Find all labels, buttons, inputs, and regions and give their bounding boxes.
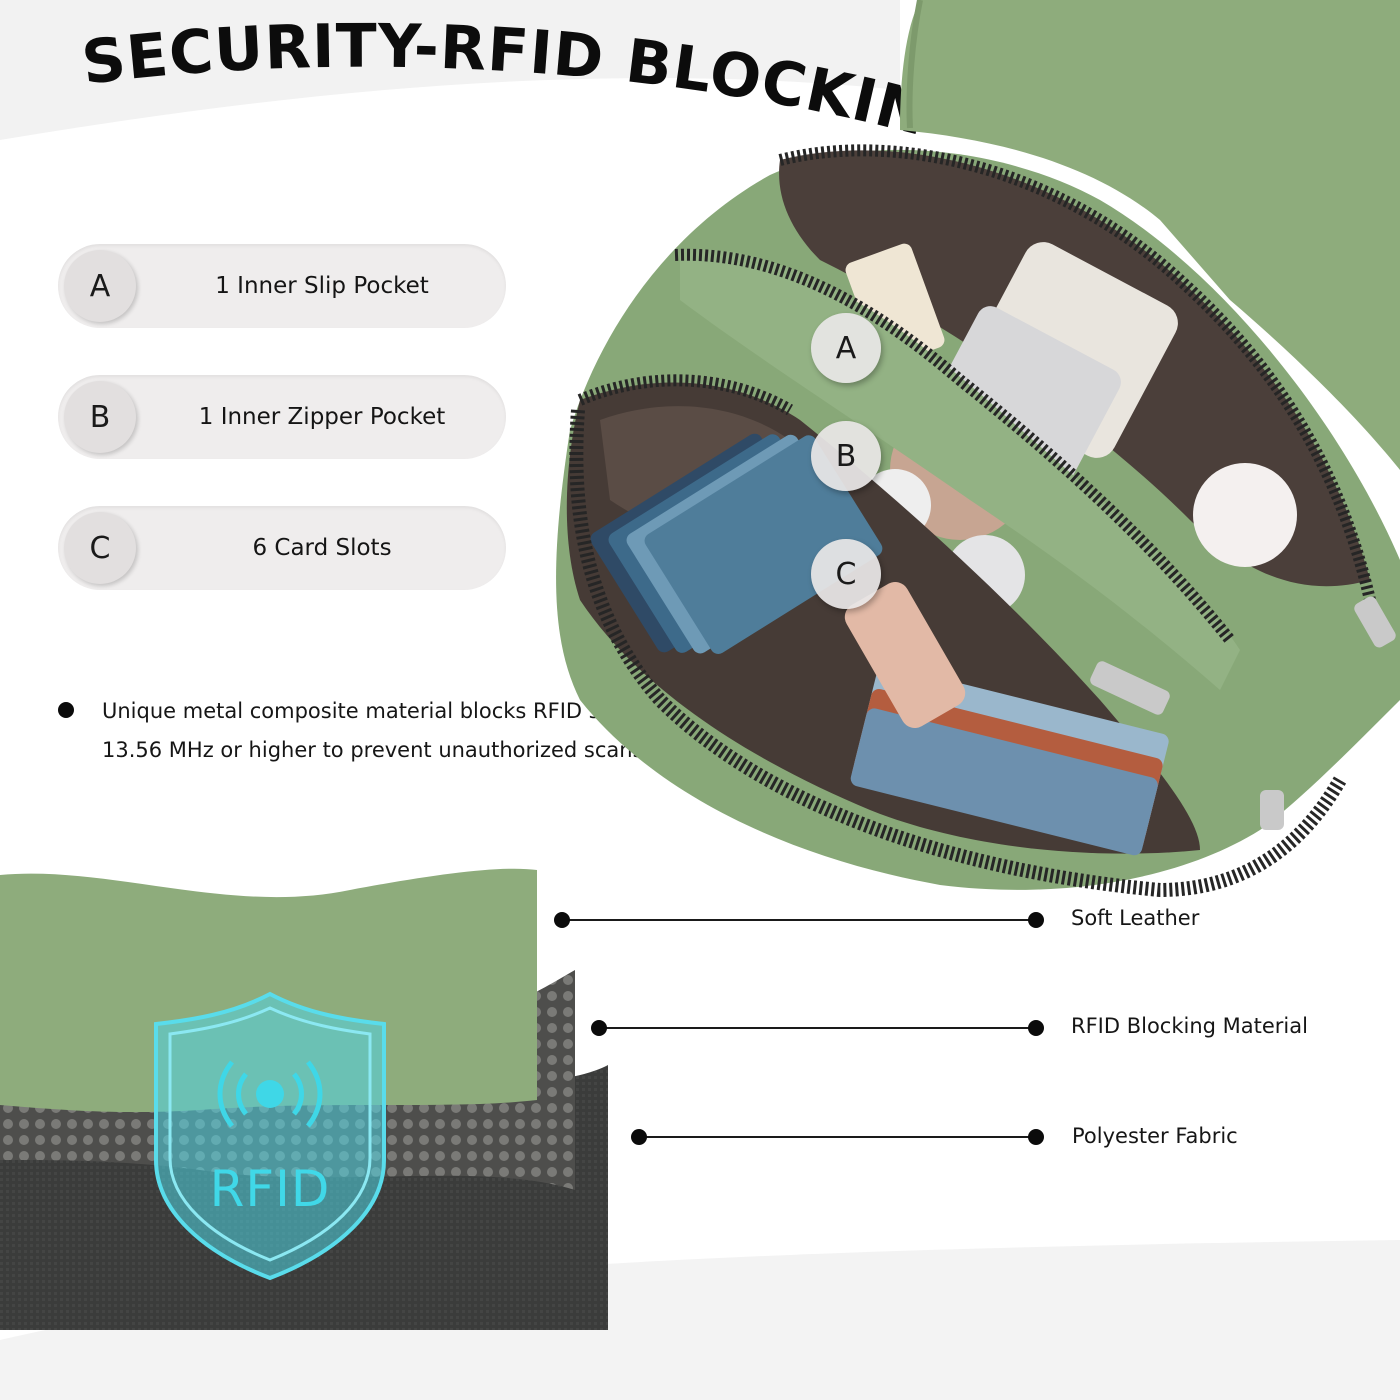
rfid-shield-icon: [148, 990, 392, 1282]
photo-marker-a: A: [811, 313, 881, 383]
callout-line-polyester: [631, 1127, 1044, 1147]
feature-letter-badge: A: [64, 250, 136, 322]
photo-marker-c: C: [811, 539, 881, 609]
layer-label-rfid: RFID Blocking Material: [1071, 1014, 1308, 1038]
layer-label-polyester: Polyester Fabric: [1072, 1124, 1238, 1148]
feature-label: 6 Card Slots: [252, 535, 392, 561]
feature-label: 1 Inner Slip Pocket: [215, 273, 429, 299]
callout-line-leather: [554, 910, 1044, 930]
feature-letter-badge: B: [64, 381, 136, 453]
feature-label: 1 Inner Zipper Pocket: [198, 404, 446, 430]
feature-pill-c: C 6 Card Slots: [58, 506, 506, 590]
layer-label-leather: Soft Leather: [1071, 906, 1200, 930]
feature-pill-a: A 1 Inner Slip Pocket: [58, 244, 506, 328]
photo-marker-b: B: [811, 421, 881, 491]
feature-pill-b: B 1 Inner Zipper Pocket: [58, 375, 506, 459]
headline: SECURITY-RFID BLOCKING: [55, 0, 940, 152]
leather-layer: [0, 868, 537, 1113]
bullet-dot: [58, 702, 74, 718]
shield-label: RFID: [209, 1160, 331, 1218]
callout-line-rfid: [591, 1018, 1044, 1038]
bag-photo: [540, 0, 1400, 910]
bag-illustration: [556, 0, 1400, 898]
feature-letter-badge: C: [64, 512, 136, 584]
